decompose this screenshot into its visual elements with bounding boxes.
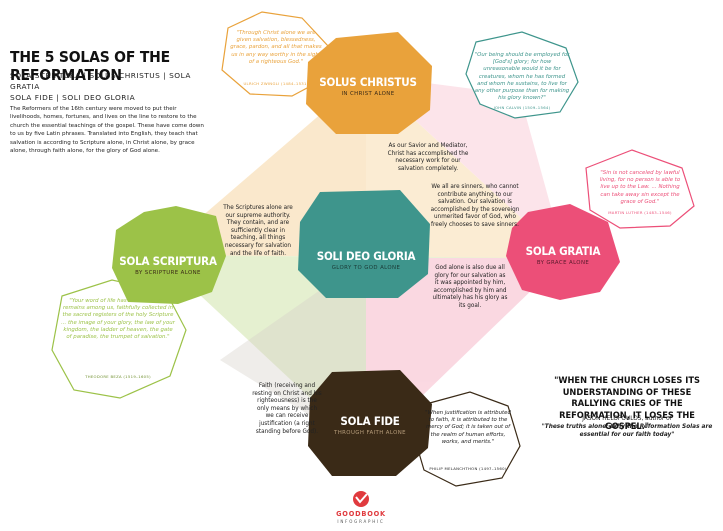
hex-soli-deo-gloria [298, 190, 430, 298]
quote-beza: "Your word of life has been, and still r… [61, 298, 175, 341]
christus-name: SOLUS CHRISTUS [319, 75, 417, 89]
subtitle-line-1: SOLA SCRIPTURA | SOLUS CHRISTUS | SOLA G… [10, 71, 191, 91]
gloria-name: SOLI DEO GLORIA [316, 249, 416, 263]
quote-frame-luther [585, 149, 695, 229]
quote-author: JASON HELOPOULOS, author of "These truth… [539, 415, 715, 439]
scriptura-description: The Scriptures alone are our supreme aut… [223, 205, 293, 257]
scriptura-sub: BY SCRIPTURE ALONE [135, 270, 201, 276]
page-subtitle: SOLA SCRIPTURA | SOLUS CHRISTUS | SOLA G… [10, 70, 210, 103]
christus-description: As our Savior and Mediator, Christ has a… [387, 143, 469, 172]
fide-name: SOLA FIDE [340, 414, 400, 428]
subtitle-line-2: SOLA FIDE | SOLI DEO GLORIA [10, 93, 136, 102]
scriptura-name: SOLA SCRIPTURA [119, 254, 217, 268]
quote-luther: "Sin is not canceled by lawful living, f… [599, 170, 681, 205]
quote-zwingli: "Through Christ alone we are given salva… [230, 30, 322, 65]
attribution-melanchthon: PHILIP MELANCHTHON (1497–1560) [429, 466, 507, 471]
closing-quote: "WHEN THE CHURCH LOSES ITS UNDERSTANDING… [554, 375, 700, 432]
logo-name: GOODBOOK [336, 510, 386, 518]
gratia-name: SOLA GRATIA [525, 244, 601, 258]
fide-sub: THROUGH FAITH ALONE [334, 430, 406, 436]
hex-sola-scriptura [112, 206, 226, 304]
gratia-description: We all are sinners, who cannot contribut… [430, 184, 520, 228]
hex-sola-gratia [506, 204, 620, 300]
gloria-description: God alone is also due all glory for our … [432, 265, 508, 309]
book-title: "These truths alone: Why the Reformation… [541, 424, 713, 438]
fide-description: Faith (receiving and resting on Christ a… [252, 383, 322, 435]
attribution-calvin: JOHN CALVIN (1509–1564) [493, 105, 551, 110]
gratia-sub: BY GRACE ALONE [536, 260, 590, 266]
goodbook-logo-icon [353, 491, 369, 507]
quote-frame-calvin [465, 31, 579, 119]
hex-solus-christus [306, 32, 432, 134]
quote-calvin: "Our being should be employed for [God's… [474, 52, 570, 102]
gloria-sub: GLORY TO GOD ALONE [331, 265, 401, 271]
attribution-zwingli: ULRICH ZWINGLI (1484–1531) [243, 81, 309, 86]
page-title: THE 5 SOLAS OF THE REFORMATION [10, 48, 170, 84]
logo-sub: INFOGRAPHIC [337, 519, 385, 524]
attribution-luther: MARTIN LUTHER (1483–1546) [608, 210, 672, 215]
intro-paragraph: The Reformers of the 16th century were m… [10, 106, 204, 155]
christus-sub: IN CHRIST ALONE [341, 91, 395, 97]
quote-melanchthon: "When justification is attributed to fai… [425, 410, 511, 445]
author-line: JASON HELOPOULOS, author of [582, 416, 672, 422]
attribution-beza: THEODORE BEZA (1519–1605) [85, 374, 151, 379]
hex-sola-fide [308, 370, 432, 476]
